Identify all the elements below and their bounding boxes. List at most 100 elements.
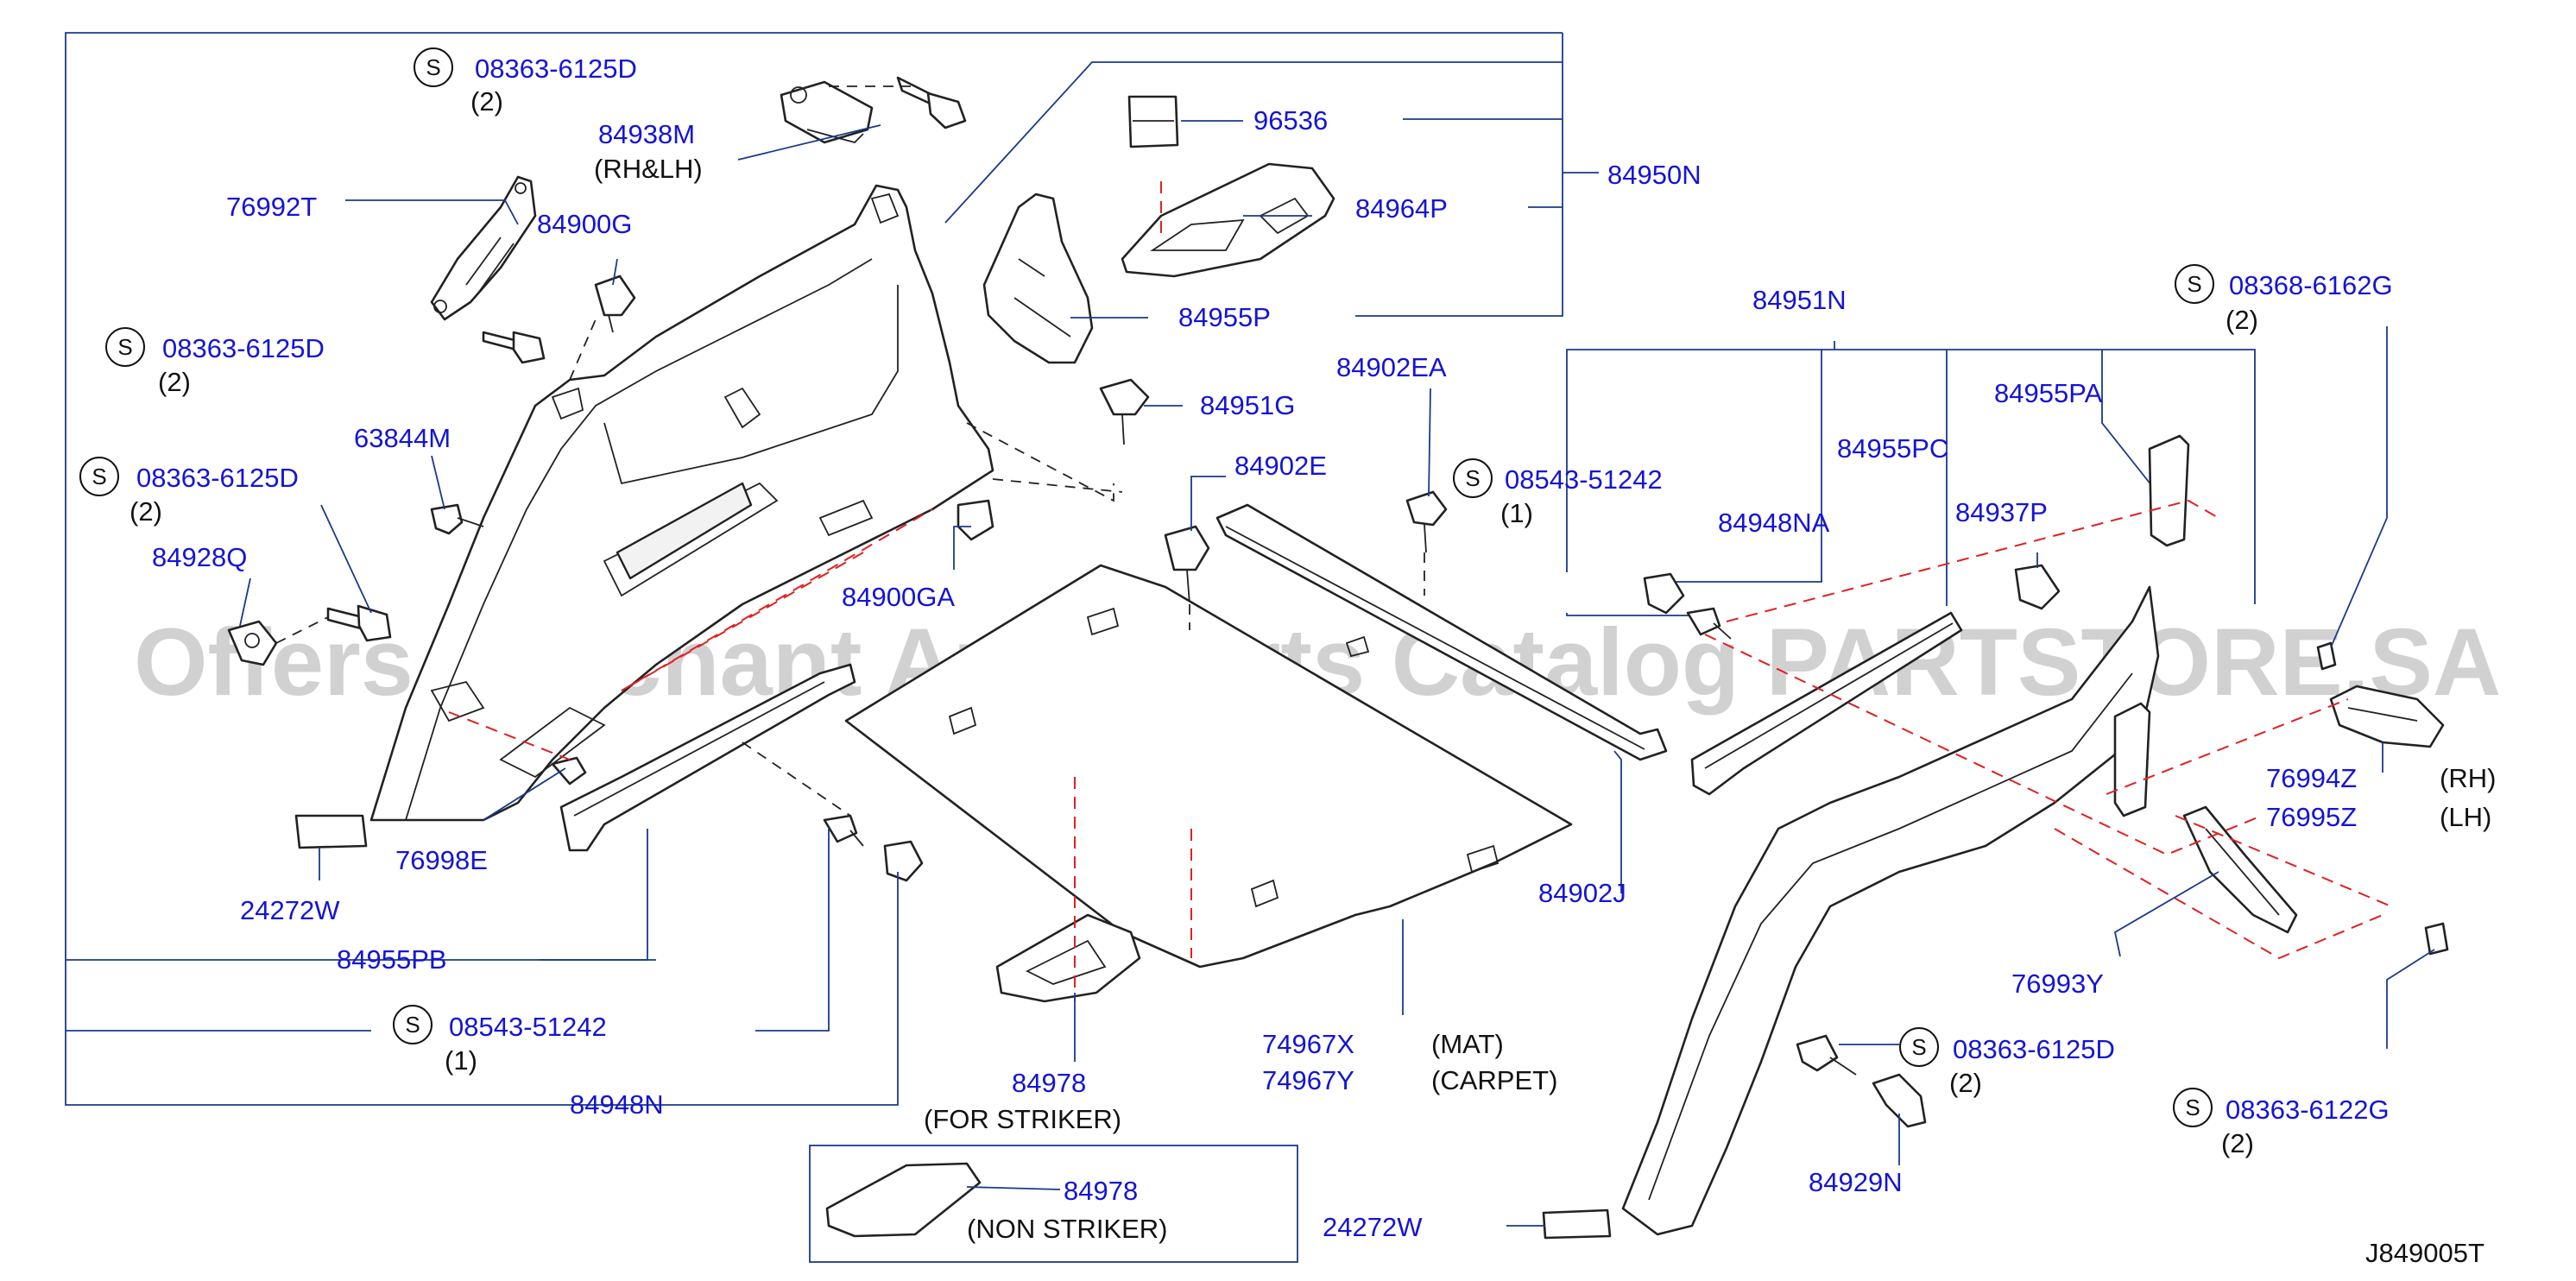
quantity-note: (2): [470, 86, 503, 117]
bolt-08368-6162g: [2316, 641, 2337, 671]
clip-84948na: [1643, 572, 1685, 615]
part-number: 08363-6125D: [475, 54, 637, 84]
svg-text:S: S: [117, 334, 132, 360]
clip-84938m: [780, 80, 874, 144]
bracket-76992t: [430, 175, 537, 321]
s-badge-20: S: [393, 1005, 432, 1044]
part-number: 76992T: [226, 192, 317, 222]
s-badge-1: S: [414, 47, 453, 87]
clip-84902ea: [1405, 490, 1448, 553]
part-number: 08368-6162G: [2229, 270, 2393, 300]
part-number: 84955PA: [1994, 378, 2103, 408]
part-number: 74967Y: [1262, 1065, 1354, 1095]
part-number: 84950N: [1607, 160, 1702, 190]
quantity-note: (1): [445, 1045, 477, 1076]
clip-84948n: [883, 840, 924, 882]
part-number: 08363-6125D: [162, 333, 325, 363]
part-number: 08543-51242: [1505, 464, 1663, 495]
panel-84955p: [982, 192, 1094, 364]
part-number: 84948NA: [1718, 508, 1830, 538]
clip-84937p: [2014, 564, 2061, 610]
part-number: 84900GA: [842, 582, 955, 612]
bolt-08363-6122g: [2424, 922, 2449, 956]
s-badge-7: S: [79, 457, 119, 496]
svg-text:S: S: [405, 1012, 420, 1038]
quantity-note: (2): [2226, 305, 2258, 335]
part-number: 84902EA: [1336, 352, 1447, 382]
quantity-note: (2): [1949, 1068, 1982, 1098]
variant-note: (MAT): [1431, 1029, 1504, 1059]
tray-84964p: [1121, 162, 1335, 278]
svg-text:S: S: [1911, 1034, 1926, 1060]
variant-note: (NON STRIKER): [967, 1214, 1168, 1244]
s-badge-32: S: [1453, 458, 1493, 498]
part-number: 84902J: [1538, 878, 1626, 908]
part-number: 84937P: [1955, 497, 2048, 527]
bolt-08363-6125d-mid: [482, 331, 546, 364]
part-number: 76995Z: [2266, 802, 2357, 832]
quantity-note: (2): [129, 496, 162, 527]
clip-84900ga: [957, 499, 994, 541]
panel-84955pa: [2148, 434, 2190, 547]
clip-84951g: [1099, 378, 1150, 445]
quantity-note: (2): [158, 367, 191, 397]
part-number: 08543-51242: [449, 1012, 607, 1042]
s-badge-29: S: [2175, 264, 2214, 304]
bolt-08363-6125d-top: [896, 76, 967, 129]
part-number: 84929N: [1809, 1167, 1903, 1197]
part-number: 76993Y: [2011, 969, 2104, 999]
bracket-76994z: [2329, 685, 2445, 748]
part-number: 76994Z: [2266, 763, 2357, 793]
svg-text:S: S: [2185, 1095, 2200, 1120]
side-note: (LH): [2440, 802, 2491, 832]
part-number: 63844M: [354, 423, 451, 453]
part-number: 08363-6122G: [2226, 1095, 2390, 1125]
bolt-08363-6125d-lower: [326, 604, 392, 642]
leader-lines: [239, 120, 2435, 1227]
s-badge-38: S: [1899, 1027, 1939, 1067]
part-number: 96536: [1253, 105, 1328, 136]
trim-84951n-long: [1621, 585, 2160, 1236]
part-number: 08363-6125D: [1953, 1034, 2115, 1064]
callout-labels: 08363-6125D (2) 84938M (RH&LH) 76992T 84…: [129, 54, 2496, 1244]
quantity-note: (1): [1500, 498, 1533, 528]
part-number: 84951N: [1752, 285, 1847, 315]
svg-text:S: S: [1465, 465, 1480, 491]
svg-text:S: S: [92, 464, 106, 489]
part-number: 84948N: [570, 1089, 664, 1120]
pad-24272w-left: [294, 814, 368, 849]
clip-63844m: [430, 503, 484, 535]
floor-mat-74967: [844, 564, 1573, 969]
svg-text:S: S: [426, 54, 440, 80]
part-number: 84955PC: [1837, 433, 1948, 464]
quantity-note: (2): [2221, 1128, 2254, 1158]
part-number: 84928Q: [152, 542, 247, 572]
part-number: 84900G: [537, 209, 632, 239]
cover-84978-non-striker: [825, 1162, 982, 1238]
part-number: 08363-6125D: [136, 463, 299, 493]
pad-24272w-right: [1542, 1208, 1612, 1240]
clip-84900g: [594, 274, 636, 333]
part-number: 84902E: [1234, 451, 1327, 481]
variant-note: (FOR STRIKER): [924, 1104, 1121, 1134]
part-number: 84964P: [1355, 193, 1448, 224]
sill-plate-84902j: [1215, 503, 1668, 761]
variant-note: (CARPET): [1431, 1065, 1557, 1095]
s-badge-40: S: [2173, 1088, 2213, 1127]
fastener-76998e: [551, 756, 587, 786]
non-striker-box: [809, 1145, 1298, 1263]
part-number: 84938M: [598, 119, 695, 149]
part-number: 74967X: [1262, 1029, 1354, 1059]
svg-text:S: S: [2187, 271, 2201, 297]
bracket-84929n: [1872, 1073, 1927, 1128]
panel-side-right: [2113, 702, 2151, 817]
side-note: (RH): [2440, 763, 2496, 793]
part-number: 84955P: [1178, 302, 1271, 332]
part-number: 84978: [1012, 1068, 1086, 1098]
bracket-76993y: [2182, 805, 2298, 934]
part-number: 76998E: [395, 845, 488, 875]
left-assembly-frame: [65, 32, 1599, 1106]
left-side-trim-panel: [369, 184, 994, 822]
side-note: (RH&LH): [594, 154, 703, 184]
